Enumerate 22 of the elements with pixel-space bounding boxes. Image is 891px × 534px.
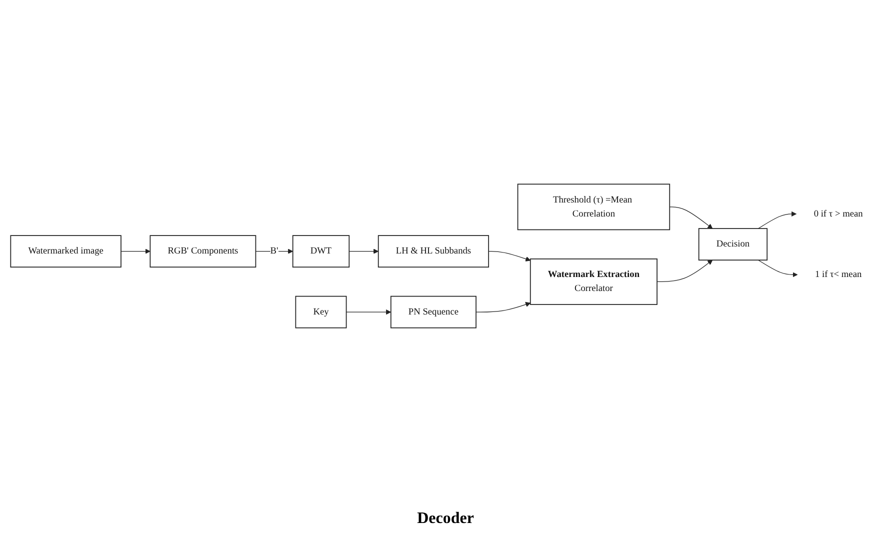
- edge-label: B': [270, 246, 278, 256]
- node-box: RGB' Components: [150, 235, 256, 268]
- node-box: Watermarked image: [10, 235, 122, 268]
- arrow: [656, 260, 713, 282]
- node-box: Watermark Extraction Correlator: [530, 258, 658, 305]
- node-text: 0 if τ > mean: [814, 208, 863, 219]
- diagram-label: Decoder: [417, 510, 474, 528]
- node-text: 1 if τ< mean: [814, 269, 862, 280]
- arrow: [758, 211, 797, 229]
- arrow: [346, 310, 392, 315]
- node-box: Key: [295, 296, 347, 328]
- arrow: [120, 248, 150, 254]
- arrow: [488, 251, 531, 262]
- arrow: [348, 248, 379, 254]
- arrow: [476, 302, 531, 312]
- node-box: LH & HL Subbands: [378, 235, 490, 268]
- node-box: PN Sequence: [390, 296, 476, 328]
- node-box: Decision: [698, 228, 768, 261]
- node-box: DWT: [292, 235, 350, 268]
- node-box: Threshold (τ) =Mean Correlation: [517, 184, 670, 230]
- arrow: [669, 206, 713, 229]
- arrow: [758, 260, 798, 278]
